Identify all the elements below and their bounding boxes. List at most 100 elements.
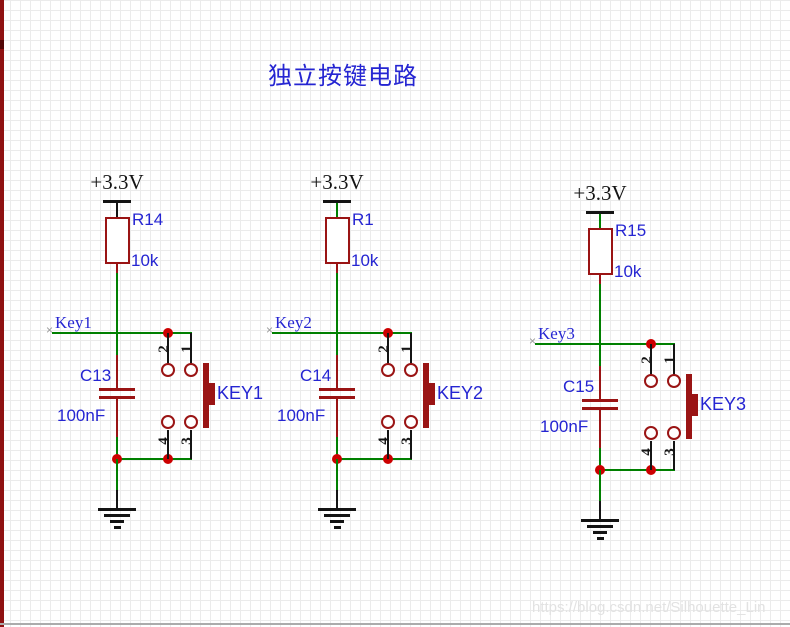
capacitor-plate	[319, 396, 355, 399]
switch-designator: KEY2	[437, 383, 484, 403]
switch-contact-icon	[667, 426, 681, 440]
pin-number: 1	[179, 345, 195, 353]
switch-pin-lead	[167, 430, 169, 459]
ground-symbol-icon	[98, 508, 136, 511]
key-circuit-3: +3.3V R15 10k × Key3 2 1 C15 100nF 4 3 K…	[529, 181, 760, 543]
capacitor-designator: C15	[563, 377, 595, 396]
switch-button-bar-icon	[686, 374, 692, 439]
net-label: Key3	[538, 324, 575, 343]
resistor-designator: R15	[615, 221, 647, 240]
wire-segment	[336, 273, 338, 334]
resistor-pin-stub	[599, 273, 601, 285]
sheet-border-left	[0, 0, 4, 627]
wire-segment	[336, 437, 338, 459]
power-stem	[336, 203, 338, 217]
switch-button-plunger-icon	[429, 383, 435, 405]
pin-number: 4	[376, 437, 392, 445]
switch-contact-icon	[404, 363, 418, 377]
switch-button-bar-icon	[423, 363, 429, 428]
capacitor-lead	[336, 399, 338, 437]
resistor-pin-stub	[336, 262, 338, 274]
wire-segment	[336, 334, 338, 355]
resistor-body	[325, 217, 350, 264]
wire-segment	[52, 332, 192, 334]
wire-segment	[336, 459, 338, 490]
capacitor-value: 100nF	[57, 406, 106, 425]
wire-segment	[535, 343, 675, 345]
power-rail-label: +3.3V	[90, 170, 144, 194]
ground-lead	[116, 490, 118, 508]
pin-number: 4	[639, 448, 655, 456]
power-rail-label: +3.3V	[310, 170, 364, 194]
ground-symbol-icon	[597, 537, 604, 540]
wire-segment	[272, 332, 412, 334]
capacitor-designator: C13	[80, 366, 112, 385]
ground-symbol-icon	[114, 526, 121, 529]
resistor-value: 10k	[131, 251, 159, 270]
ground-symbol-icon	[110, 520, 124, 523]
capacitor-plate	[99, 396, 135, 399]
power-bar-icon	[103, 200, 131, 203]
pin-number: 2	[639, 356, 655, 364]
switch-contact-icon	[404, 415, 418, 429]
switch-button-plunger-icon	[692, 394, 698, 416]
switch-pin-lead	[387, 333, 389, 364]
pin-number: 3	[399, 437, 415, 445]
page-title: 独立按键电路	[268, 64, 418, 90]
resistor-pin-stub	[116, 262, 118, 274]
wire-end-cross-icon: ×	[266, 323, 274, 337]
pin-number: 1	[662, 356, 678, 364]
key-circuit-1: +3.3V R14 10k × Key1 2 1 C13 100nF 4 3 K…	[46, 170, 277, 532]
watermark: https://blog.csdn.net/Silhouette_Lin	[532, 599, 766, 616]
junction-dot	[383, 454, 393, 464]
resistor-body	[588, 228, 613, 275]
switch-contact-icon	[184, 415, 198, 429]
capacitor-plate	[99, 388, 135, 391]
wire-segment	[116, 334, 118, 355]
ground-symbol-icon	[593, 531, 607, 534]
pin-number: 1	[399, 345, 415, 353]
pin-number: 3	[662, 448, 678, 456]
ground-symbol-icon	[334, 526, 341, 529]
switch-contact-icon	[667, 374, 681, 388]
ground-lead	[599, 501, 601, 519]
switch-designator: KEY3	[700, 394, 747, 414]
wire-segment	[116, 437, 118, 459]
ground-lead	[336, 490, 338, 508]
power-stem	[116, 203, 118, 217]
net-label: Key1	[55, 313, 92, 332]
capacitor-lead	[599, 366, 601, 399]
sheet-border-tick	[0, 40, 4, 49]
power-rail-label: +3.3V	[573, 181, 627, 205]
power-bar-icon	[323, 200, 351, 203]
wire-segment	[116, 273, 118, 334]
resistor-designator: R1	[352, 210, 374, 229]
wire-end-cross-icon: ×	[46, 323, 54, 337]
switch-contact-icon	[161, 363, 175, 377]
switch-designator: KEY1	[217, 383, 264, 403]
switch-pin-lead	[650, 441, 652, 470]
sheet-bottom-line	[0, 623, 790, 625]
ground-symbol-icon	[324, 514, 350, 517]
switch-contact-icon	[381, 415, 395, 429]
pin-number: 2	[376, 345, 392, 353]
junction-dot	[646, 465, 656, 475]
wire-segment	[599, 284, 601, 345]
wire-segment	[116, 459, 118, 490]
wire-segment	[116, 458, 192, 460]
resistor-value: 10k	[351, 251, 379, 270]
capacitor-lead	[336, 355, 338, 388]
capacitor-lead	[116, 399, 118, 437]
wire-end-cross-icon: ×	[529, 334, 537, 348]
switch-pin-lead	[650, 344, 652, 375]
resistor-designator: R14	[132, 210, 164, 229]
switch-contact-icon	[381, 363, 395, 377]
capacitor-designator: C14	[300, 366, 332, 385]
switch-pin-lead	[410, 333, 412, 364]
wire-segment	[336, 458, 412, 460]
switch-pin-lead	[673, 344, 675, 375]
switch-button-bar-icon	[203, 363, 209, 428]
resistor-body	[105, 217, 130, 264]
switch-pin-lead	[387, 430, 389, 459]
